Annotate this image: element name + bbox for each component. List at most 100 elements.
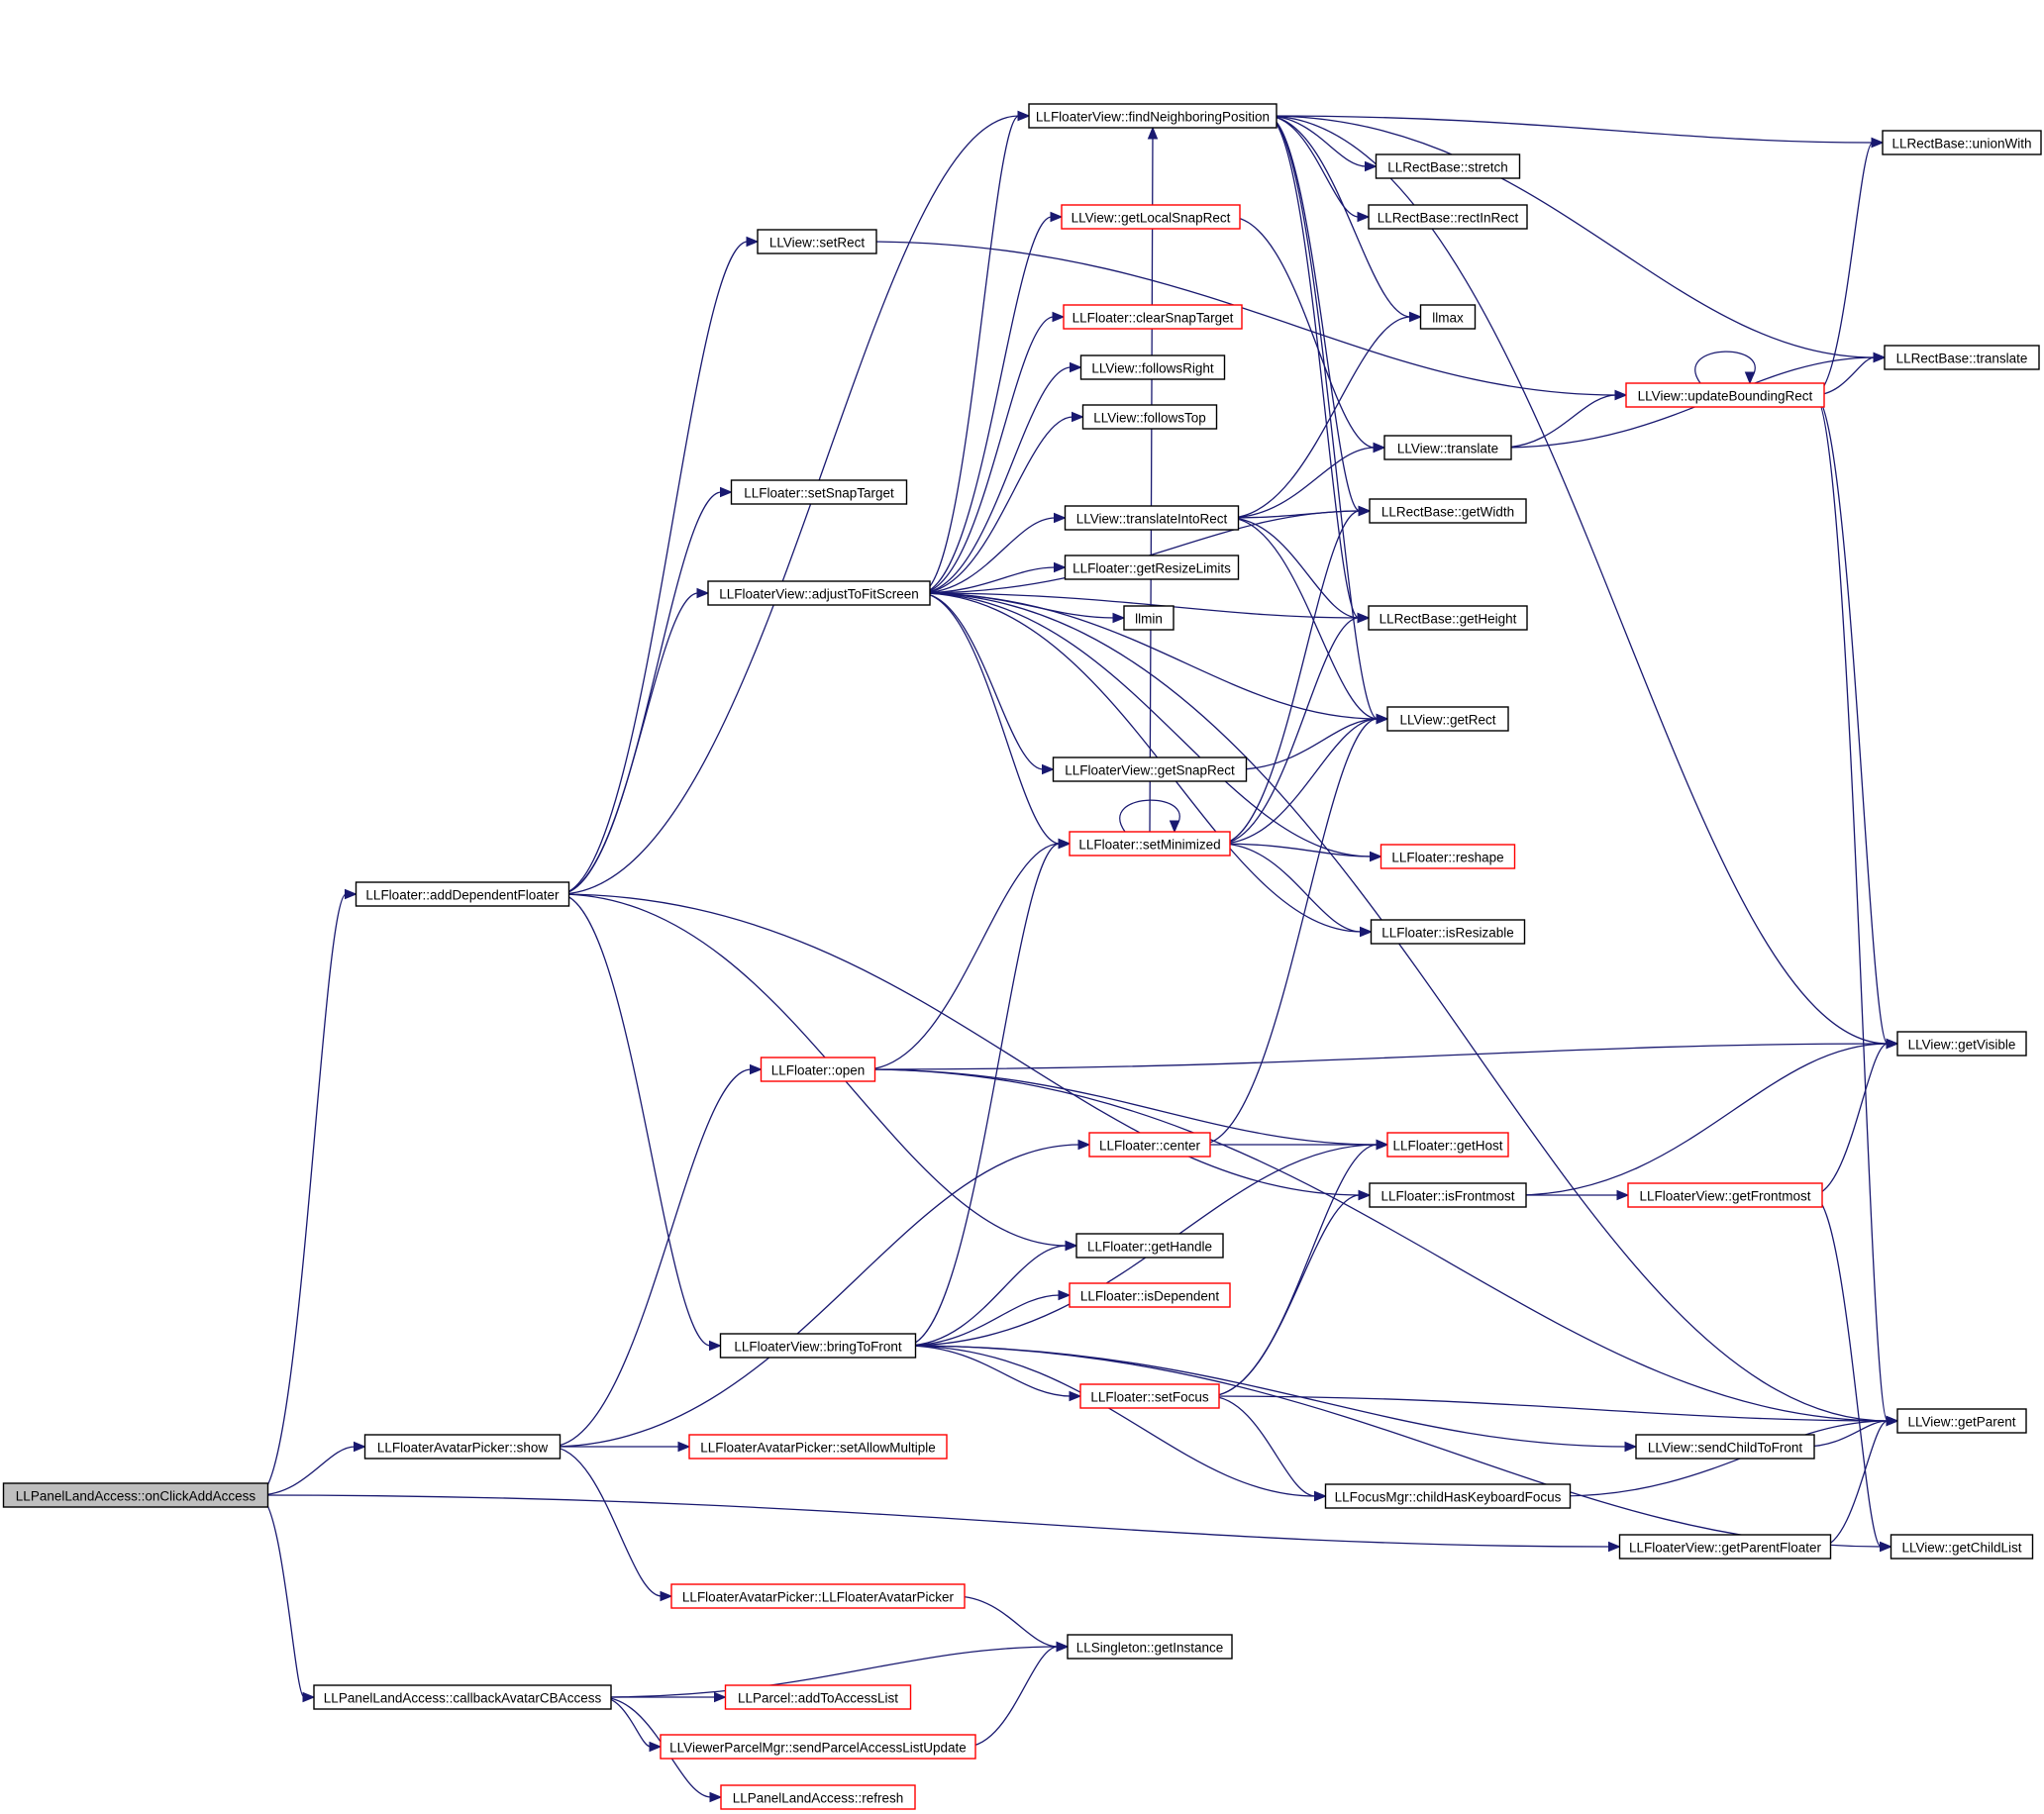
node-llfloater-get-host[interactable]: LLFloater::getHost	[1386, 1132, 1509, 1158]
arrowhead-icon	[1370, 851, 1382, 862]
node-llfloater-view-find-neighboring-position[interactable]: LLFloaterView::findNeighboringPosition	[1028, 103, 1278, 129]
arrowhead-icon	[1358, 1189, 1372, 1201]
call-edge	[257, 893, 348, 1496]
node-box	[1368, 605, 1528, 631]
arrowhead-icon	[1373, 442, 1386, 454]
node-llrect-base-get-height[interactable]: LLRectBase::getHeight	[1368, 605, 1528, 631]
call-edge	[559, 241, 749, 895]
call-edge	[1236, 718, 1379, 770]
node-llfocus-mgr-child-has-keyboard-focus[interactable]: LLFocusMgr::childHasKeyboardFocus	[1324, 1483, 1572, 1509]
node-llview-get-local-snap-rect[interactable]: LLView::getLocalSnapRect	[1061, 204, 1241, 230]
node-llpanel-land-access-refresh[interactable]: LLPanelLandAccess::refresh	[720, 1784, 916, 1810]
node-label: LLPanelLandAccess::callbackAvatarCBAcces…	[324, 1691, 602, 1706]
node-box	[1075, 1233, 1224, 1259]
arrowhead-icon	[1365, 160, 1378, 172]
call-edge	[1813, 142, 1874, 396]
node-llmax[interactable]: llmax	[1419, 304, 1477, 330]
node-llfloater-set-snap-target[interactable]: LLFloater::setSnapTarget	[730, 479, 908, 505]
node-llfloater-get-handle[interactable]: LLFloater::getHandle	[1075, 1233, 1224, 1259]
node-label: llmin	[1135, 612, 1163, 627]
node-label: LLFloaterView::getSnapRect	[1065, 763, 1235, 778]
node-llrect-base-union-with[interactable]: LLRectBase::unionWith	[1882, 130, 2042, 155]
node-llview-follows-right[interactable]: LLView::followsRight	[1079, 354, 1226, 380]
node-llview-send-child-to-front[interactable]: LLView::sendChildToFront	[1635, 1434, 1815, 1460]
node-llrect-base-rect-in-rect[interactable]: LLRectBase::rectInRect	[1368, 204, 1528, 230]
call-edge	[1219, 510, 1361, 845]
node-llrect-base-translate[interactable]: LLRectBase::translate	[1884, 345, 2040, 370]
node-llpanel-land-access-on-click-add-access[interactable]: LLPanelLandAccess::onClickAddAccess	[2, 1482, 269, 1508]
node-box	[1069, 831, 1231, 857]
node-llfloater-avatar-picker-show[interactable]: LLFloaterAvatarPicker::show	[363, 1434, 562, 1460]
node-llfloater-reshape[interactable]: LLFloater::reshape	[1380, 844, 1516, 869]
node-llfloater-add-dependent-floater[interactable]: LLFloater::addDependentFloater	[355, 881, 570, 907]
node-llfloater-view-get-frontmost[interactable]: LLFloaterView::getFrontmost	[1627, 1182, 1823, 1208]
arrowhead-icon	[1376, 713, 1389, 725]
node-llfloater-view-bring-to-front[interactable]: LLFloaterView::bringToFront	[719, 1333, 917, 1359]
call-edge	[954, 1595, 1059, 1648]
node-box	[730, 479, 908, 505]
node-llpanel-land-access-callback-avatar-cbaccess[interactable]: LLPanelLandAccess::callbackAvatarCBAcces…	[313, 1684, 612, 1710]
node-llfloater-is-resizable[interactable]: LLFloater::isResizable	[1370, 919, 1526, 945]
node-label: LLFloater::setSnapTarget	[744, 486, 894, 501]
node-llview-update-bounding-rect[interactable]: LLView::updateBoundingRect	[1625, 382, 1825, 408]
call-edge	[1228, 447, 1376, 519]
node-llfloater-is-dependent[interactable]: LLFloater::isDependent	[1069, 1282, 1231, 1308]
node-llfloater-is-frontmost[interactable]: LLFloater::isFrontmost	[1369, 1182, 1527, 1208]
call-edge	[1208, 1144, 1379, 1397]
call-edge	[919, 416, 1073, 594]
node-label: LLFloater::addDependentFloater	[365, 888, 560, 903]
node-llfloater-view-get-parent-floater[interactable]: LLFloaterView::getParentFloater	[1618, 1534, 1832, 1560]
node-llrect-base-stretch[interactable]: LLRectBase::stretch	[1375, 153, 1521, 179]
call-edge	[965, 1646, 1059, 1748]
node-box	[1380, 844, 1516, 869]
node-llfloater-view-get-snap-rect[interactable]: LLFloaterView::getSnapRect	[1052, 756, 1248, 782]
call-edge	[865, 843, 1061, 1070]
node-llfloater-set-focus[interactable]: LLFloater::setFocus	[1079, 1383, 1220, 1409]
node-llfloater-get-resize-limits[interactable]: LLFloater::getResizeLimits	[1064, 554, 1240, 580]
node-box	[1369, 1182, 1527, 1208]
node-llparcel-add-to-access-list[interactable]: LLParcel::addToAccessList	[724, 1684, 912, 1710]
node-llmin[interactable]: llmin	[1123, 605, 1175, 631]
call-edge	[1266, 115, 1876, 358]
node-llfloater-clear-snap-target[interactable]: LLFloater::clearSnapTarget	[1063, 304, 1243, 330]
node-label: llmax	[1432, 311, 1464, 326]
arrowhead-icon	[720, 486, 733, 498]
node-llview-set-rect[interactable]: LLView::setRect	[757, 229, 877, 254]
node-label: LLFloaterView::getParentFloater	[1629, 1541, 1822, 1556]
arrowhead-icon	[1376, 1139, 1389, 1151]
node-label: LLRectBase::stretch	[1387, 160, 1508, 175]
call-edge	[550, 1068, 752, 1448]
node-llviewer-parcel-mgr-send-parcel-access-list-update[interactable]: LLViewerParcelMgr::sendParcelAccessListU…	[660, 1734, 976, 1760]
arrowhead-icon	[709, 1340, 722, 1352]
node-llview-get-visible[interactable]: LLView::getVisible	[1896, 1031, 2027, 1057]
node-box	[355, 881, 570, 907]
node-llfloater-center[interactable]: LLFloater::center	[1088, 1132, 1211, 1158]
node-label: LLView::getLocalSnapRect	[1072, 211, 1231, 226]
node-llview-get-child-list[interactable]: LLView::getChildList	[1890, 1534, 2034, 1560]
node-llview-translate[interactable]: LLView::translate	[1383, 435, 1512, 460]
node-llfloater-open[interactable]: LLFloater::open	[760, 1057, 876, 1082]
call-edge	[600, 1646, 1059, 1698]
call-edge	[559, 893, 711, 1347]
node-box	[2, 1482, 269, 1508]
call-edge	[1694, 351, 1756, 384]
arrowhead-icon	[354, 1441, 366, 1453]
node-box	[1618, 1534, 1832, 1560]
call-edge	[257, 1494, 1610, 1548]
node-box	[1061, 204, 1241, 230]
node-llview-follows-top[interactable]: LLView::followsTop	[1081, 404, 1218, 430]
node-llfloater-avatar-picker-llfloater-avatar-picker[interactable]: LLFloaterAvatarPicker::LLFloaterAvatarPi…	[670, 1583, 966, 1609]
node-llfloater-view-adjust-to-fit-screen[interactable]: LLFloaterView::adjustToFitScreen	[707, 580, 931, 606]
arrowhead-icon	[1358, 505, 1372, 517]
arrowhead-icon	[696, 587, 710, 599]
node-label: LLFloater::clearSnapTarget	[1073, 311, 1234, 326]
node-box	[1064, 554, 1240, 580]
call-edge	[1199, 718, 1379, 1146]
node-llview-translate-into-rect[interactable]: LLView::translateIntoRect	[1064, 505, 1240, 531]
node-llfloater-set-minimized[interactable]: LLFloater::setMinimized	[1069, 831, 1231, 857]
node-llfloater-avatar-picker-set-allow-multiple[interactable]: LLFloaterAvatarPicker::setAllowMultiple	[688, 1434, 948, 1460]
node-llrect-base-get-width[interactable]: LLRectBase::getWidth	[1369, 498, 1527, 524]
node-llview-get-parent[interactable]: LLView::getParent	[1896, 1408, 2027, 1434]
node-llsingleton-get-instance[interactable]: LLSingleton::getInstance	[1067, 1634, 1233, 1660]
node-llview-get-rect[interactable]: LLView::getRect	[1386, 706, 1509, 732]
